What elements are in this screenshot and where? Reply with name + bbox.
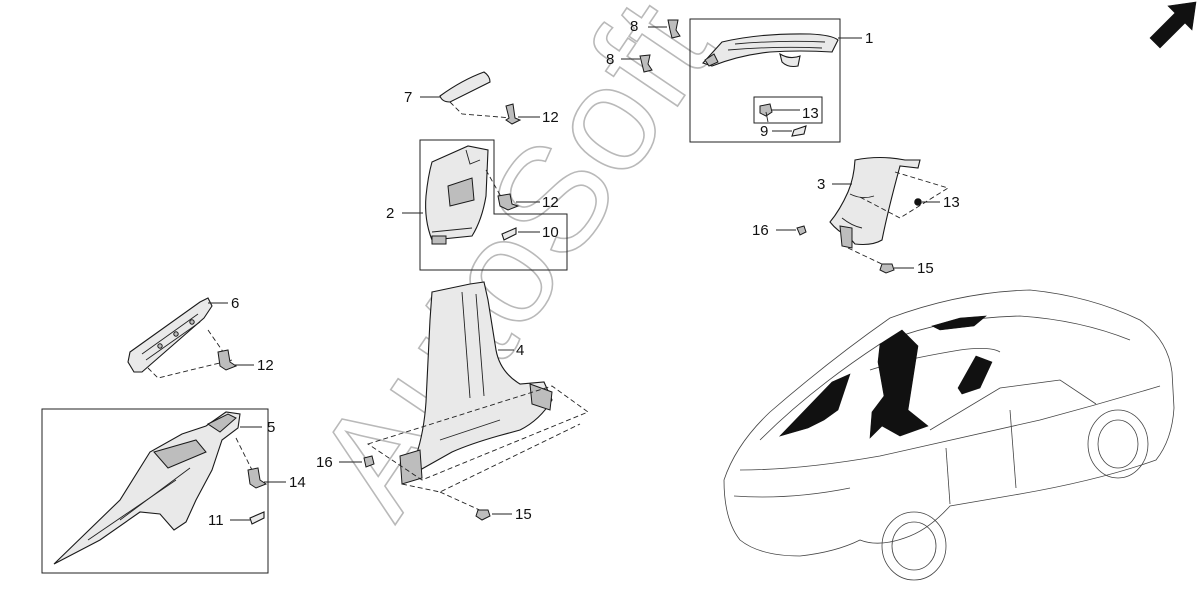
screw-15b-icon [475,509,491,521]
callout-11: 11 [208,512,224,529]
highlight-roof-rail [931,315,987,331]
clip-8a-icon [667,19,681,39]
callout-10: 10 [542,224,559,241]
part-4-center-pillar-trim [399,281,553,485]
screw-12b-icon [497,193,520,211]
callout-9: 9 [760,123,768,140]
tape-9-icon [791,125,807,137]
callout-5: 5 [267,419,275,436]
callout-7: 7 [404,89,412,106]
callout-15b: 15 [515,506,532,523]
highlight-a-pillar [957,355,993,395]
clip-16a-icon [796,225,807,236]
part-1-group-box [689,18,841,143]
callout-14: 13 [943,194,960,211]
callout-13a: 13 [802,105,819,122]
callout-13b: 14 [289,474,306,491]
part-3-pillar-trim [829,156,921,249]
watermark-text: AutoSoft [282,0,743,543]
callout-1: 1 [865,30,873,47]
callout-4: 4 [516,342,524,359]
callout-12a: 12 [542,109,559,126]
part-2-group-box [419,139,568,271]
tape-10-icon [501,227,517,241]
callout-16b: 16 [316,454,333,471]
callout-8b: 8 [606,51,614,68]
part-2-pillar-trim [425,145,489,245]
callout-3: 3 [817,176,825,193]
clip-13a-icon [759,103,773,123]
callout-8a: 8 [630,18,638,35]
callout-15a: 15 [917,260,934,277]
callout-12b: 12 [542,194,559,211]
part-5-lower-pillar-trim [53,411,241,565]
callout-12c: 12 [257,357,274,374]
part-7-garnish [439,71,491,103]
callout-2: 2 [386,205,394,222]
part-9-13-subbox [753,96,823,124]
clip-16b-icon [363,455,375,468]
screw-12a-icon [505,103,522,125]
callout-16a: 16 [752,222,769,239]
screw-15a-icon [879,263,895,274]
screw-12c-icon [217,349,238,371]
part-6-seat-belt-garnish [127,297,213,373]
part-1-quarter-trim [702,33,839,68]
callout-6: 6 [231,295,239,312]
front-direction-arrow-icon [1149,1,1197,49]
clip-8b-icon [639,54,653,73]
screw-13b-icon [247,467,268,489]
tape-11-icon [249,511,265,525]
highlight-b-pillar [869,329,929,439]
clip-14-icon [914,198,922,206]
highlight-c-pillar [779,373,851,437]
part-5-group-box [41,408,269,574]
vehicle-locator-car [723,289,1175,581]
